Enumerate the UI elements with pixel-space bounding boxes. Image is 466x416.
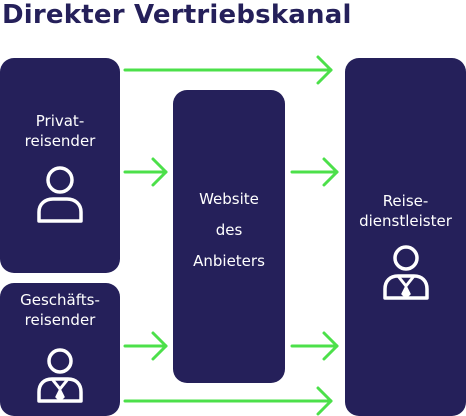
businessperson-icon bbox=[383, 245, 429, 300]
arrow-business-to-website bbox=[123, 331, 168, 361]
arrow-private-to-provider bbox=[123, 55, 333, 85]
diagram-title: Direkter Vertriebskanal bbox=[2, 0, 352, 30]
private-traveler-label: Privat- reisender bbox=[24, 112, 96, 150]
travel-provider-label: Reise- dienstleister bbox=[359, 192, 452, 230]
businessperson-icon bbox=[37, 348, 83, 403]
arrow-business-to-provider bbox=[123, 386, 333, 416]
arrow-private-to-website bbox=[123, 157, 168, 187]
business-traveler-box: Geschäfts- reisender bbox=[0, 283, 120, 416]
arrow-website-to-provider-top bbox=[290, 157, 339, 187]
arrow-website-to-provider-bottom bbox=[290, 331, 339, 361]
provider-website-box: Website des Anbieters bbox=[173, 90, 285, 383]
travel-provider-box: Reise- dienstleister bbox=[345, 58, 466, 416]
business-traveler-label: Geschäfts- reisender bbox=[20, 291, 100, 329]
person-icon bbox=[37, 166, 83, 223]
provider-website-label: Website des Anbieters bbox=[193, 190, 265, 270]
private-traveler-box: Privat- reisender bbox=[0, 58, 120, 273]
